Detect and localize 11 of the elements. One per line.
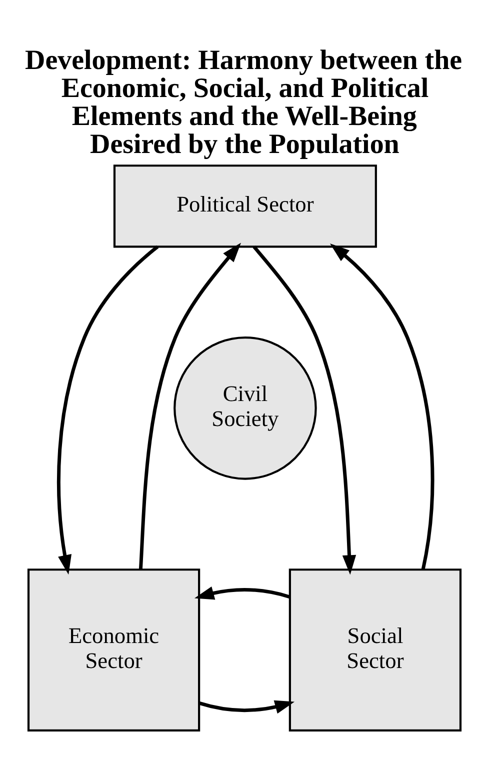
arrow (330, 242, 434, 570)
arrow (199, 700, 295, 714)
arrow (138, 242, 242, 570)
node-box: Political Sector (113, 164, 377, 248)
arrow (194, 586, 290, 600)
node-circle: Civil Society (174, 336, 317, 480)
arrow (252, 245, 356, 574)
node-box: Social Sector (288, 568, 462, 731)
arrow (57, 244, 159, 574)
diagram-title: Development: Harmony between the Economic, Social, and Political Elements and the Well-Being Desired by the Population (25, 44, 462, 160)
node-box: Economic Sector (27, 568, 200, 731)
